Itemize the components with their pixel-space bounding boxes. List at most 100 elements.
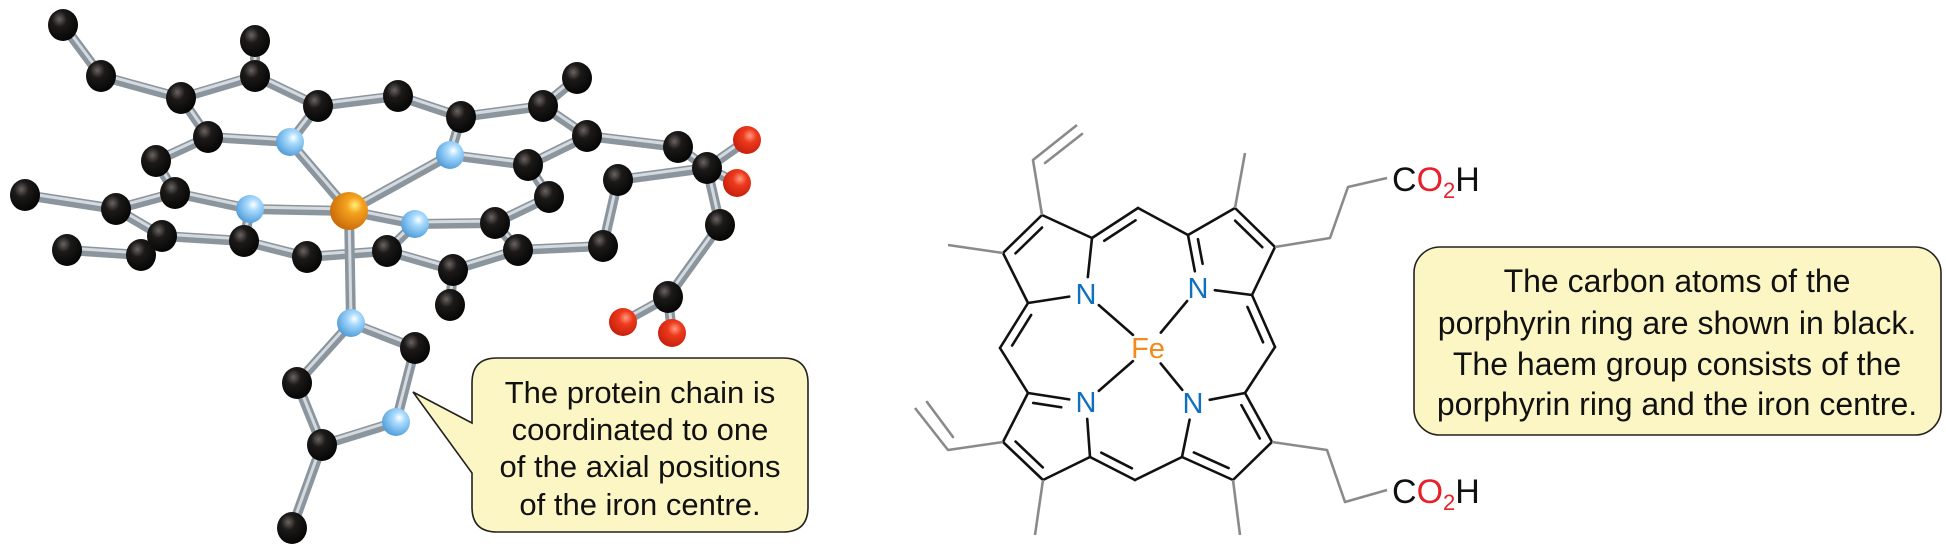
ring-bond xyxy=(1186,206,1237,237)
methyl-group xyxy=(947,243,1004,255)
carbon-atom xyxy=(240,25,270,57)
ring-bond xyxy=(1180,455,1235,482)
oxygen-atom xyxy=(658,319,686,347)
callout-box xyxy=(1413,246,1942,436)
ring-bond xyxy=(1088,455,1137,482)
callout-line: of the iron centre. xyxy=(519,487,760,522)
ring-bond xyxy=(1159,299,1189,334)
model-atoms xyxy=(10,9,761,544)
ring-bond xyxy=(998,346,1030,395)
callout-line: of the axial positions xyxy=(500,449,781,484)
ring-bond xyxy=(1250,245,1277,297)
callout-line: coordinated to one xyxy=(512,412,769,447)
propionic-acid-chain-bottom xyxy=(1271,440,1388,504)
carbon-atom xyxy=(572,120,602,152)
callout-line: The protein chain is xyxy=(505,375,776,410)
ring-bond xyxy=(1026,391,1071,401)
ring-bond xyxy=(1026,295,1071,305)
double-bond-line xyxy=(1014,226,1044,255)
callout-line: The haem group consists of the xyxy=(1453,346,1901,382)
model-bond-highlight xyxy=(347,151,452,211)
carbon-atom xyxy=(513,149,543,181)
methyl-group xyxy=(1231,479,1242,536)
vinyl-double-bond-line xyxy=(1043,132,1084,165)
ring-bond xyxy=(1180,418,1191,459)
ring-bond xyxy=(1208,391,1247,402)
oxygen-atom xyxy=(609,308,637,336)
callout-line: The carbon atoms of the xyxy=(1504,263,1851,299)
carbon-atom xyxy=(653,281,683,313)
ring-bond xyxy=(1233,206,1277,249)
double-bond-line xyxy=(1031,401,1063,409)
oxygen-atom xyxy=(723,169,751,197)
ring-bond xyxy=(1001,251,1030,305)
nitrogen-label: N xyxy=(1188,273,1209,305)
model-bond xyxy=(344,150,455,216)
atom-labels: N N N N Fe xyxy=(1076,273,1209,420)
carbon-atom xyxy=(534,181,564,213)
carbon-atom xyxy=(480,207,510,239)
nitrogen-atom xyxy=(436,141,464,169)
ring-bond xyxy=(1243,345,1277,395)
carbon-atom xyxy=(588,230,618,262)
carbon-atom xyxy=(383,80,413,112)
model-bond xyxy=(20,190,121,214)
carbon-atom xyxy=(10,179,40,211)
ring-bond xyxy=(1136,206,1190,237)
double-bond-line xyxy=(1246,305,1265,344)
ring-bond xyxy=(1001,440,1045,482)
haem-structural-formula: N N N N Fe CO2H CO2H xyxy=(913,123,1480,536)
carboxylic-acid-label-top: CO2H xyxy=(1392,161,1480,203)
vinyl-group-bottom xyxy=(913,407,1004,452)
carbon-atom xyxy=(166,82,196,114)
ring-bond xyxy=(1133,455,1184,482)
carbon-atom xyxy=(528,90,558,122)
carbon-atom xyxy=(52,234,82,266)
carbon-atom xyxy=(193,121,223,153)
double-bond-line xyxy=(1010,313,1033,347)
carbon-atom xyxy=(603,164,633,196)
ring-bond xyxy=(998,301,1030,350)
ring-bond xyxy=(1097,359,1135,393)
carbon-atom xyxy=(126,239,156,271)
ring-bond xyxy=(1090,206,1140,240)
vinyl-double-bond-line xyxy=(925,400,955,439)
callout-line: porphyrin ring are shown in black. xyxy=(1438,305,1916,341)
carbon-atom xyxy=(48,9,78,41)
carbon-atom xyxy=(141,145,171,177)
carbon-atom xyxy=(372,235,402,267)
carbon-atom xyxy=(562,62,592,94)
callout-bubble xyxy=(412,357,809,533)
nitrogen-atom xyxy=(401,210,429,238)
iron-atom xyxy=(330,192,368,230)
double-bond-line xyxy=(1102,219,1137,243)
carbon-atom xyxy=(240,60,270,92)
ring-bond xyxy=(1250,293,1277,349)
carbon-atom xyxy=(277,512,307,544)
carbon-atom xyxy=(229,225,259,257)
carbon-atom xyxy=(705,209,735,241)
nitrogen-label: N xyxy=(1183,388,1204,420)
ring-bond xyxy=(1040,213,1094,240)
ring-bond xyxy=(1001,213,1044,255)
carbon-atom xyxy=(692,152,722,184)
nitrogen-label: N xyxy=(1076,387,1097,419)
nitrogen-atom xyxy=(276,128,304,156)
carbon-atom xyxy=(282,367,312,399)
ring-bond xyxy=(1243,391,1274,444)
model-bond xyxy=(582,131,683,152)
callout-line: porphyrin ring and the iron centre. xyxy=(1437,386,1917,422)
carbon-atom xyxy=(438,254,468,286)
nitrogen-atom xyxy=(382,408,410,436)
double-bond-line xyxy=(1014,440,1045,469)
oxygen-atom xyxy=(733,126,761,154)
carbon-atom xyxy=(101,193,131,225)
methyl-group xyxy=(1033,479,1045,536)
carbon-atom xyxy=(160,177,190,209)
ring-bond xyxy=(1159,362,1184,392)
propionic-acid-chain-top xyxy=(1274,176,1388,249)
methyl-group xyxy=(1233,152,1247,209)
carbon-atom xyxy=(503,234,533,266)
nitrogen-atom xyxy=(337,309,365,337)
